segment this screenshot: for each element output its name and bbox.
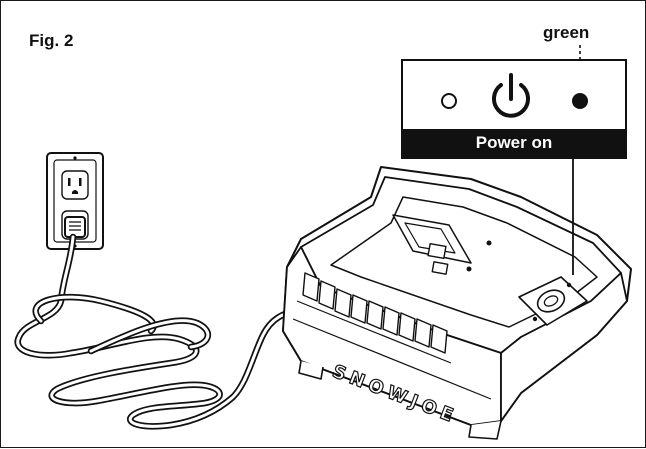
power-symbol-icon xyxy=(492,73,530,118)
power-cord xyxy=(14,233,301,430)
led-off-circle-icon xyxy=(441,93,457,109)
green-callout-label: green xyxy=(543,23,590,42)
status-text: Power on xyxy=(475,133,553,152)
led-on-dot-icon xyxy=(572,93,588,109)
wall-outlet xyxy=(46,152,104,250)
figure-label: Fig. 2 xyxy=(29,31,74,50)
charger-body xyxy=(282,166,632,440)
indicator-panel: Power on xyxy=(401,59,627,159)
status-bar: Power on xyxy=(403,129,625,157)
